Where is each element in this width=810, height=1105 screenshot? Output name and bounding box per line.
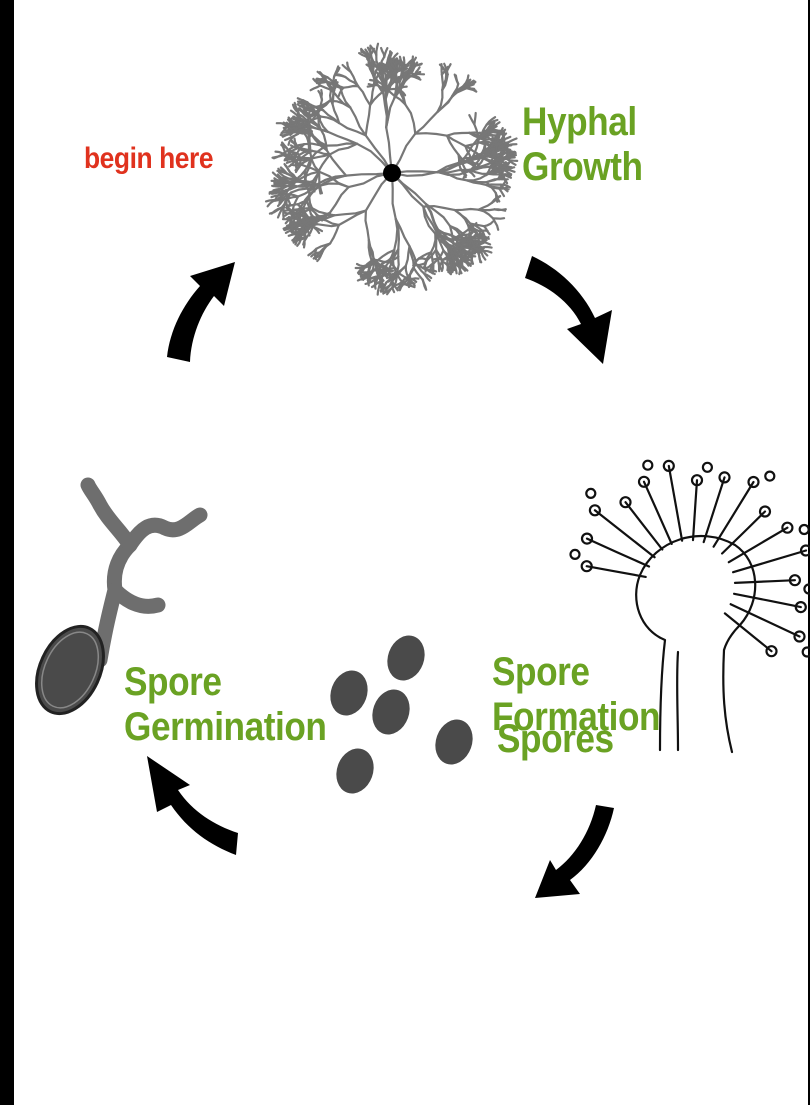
conidium	[586, 489, 595, 498]
hypha-branch	[369, 84, 378, 85]
hypha-branch	[447, 133, 469, 136]
phialide	[595, 510, 655, 557]
arrow-spores-to-germination-icon	[147, 756, 238, 855]
spore-germination-line2: Germination	[124, 705, 326, 750]
hypha-branch	[484, 222, 493, 227]
phialide	[722, 512, 765, 554]
mycelium-center-icon	[383, 164, 401, 182]
hypha-branch	[459, 263, 460, 274]
hypha-branch	[495, 209, 506, 210]
conidium	[571, 550, 580, 559]
phialide	[729, 528, 788, 563]
hypha-branch	[493, 218, 504, 219]
hypha-branch	[455, 210, 470, 224]
hypha-branch	[293, 223, 294, 234]
hypha-branch	[412, 62, 413, 71]
hypha-branch	[378, 284, 380, 295]
hypha-branch	[496, 141, 497, 151]
hypha-branch	[415, 133, 447, 136]
phialide	[587, 566, 646, 577]
phialide	[693, 480, 697, 540]
conidium	[803, 648, 810, 657]
spore-germination-line1: Spore	[124, 660, 326, 705]
spore-germination-label: Spore Germination	[124, 660, 326, 750]
hypha-branch	[330, 225, 339, 244]
cycle-arrows	[147, 256, 614, 898]
hypha-branch	[344, 86, 359, 88]
hypha-branch	[367, 275, 369, 285]
hypha-branch	[366, 105, 370, 135]
arrow-germination-to-hyphal-icon	[167, 262, 235, 362]
hypha-branch	[381, 71, 382, 80]
spores-line1: Spores	[497, 717, 614, 762]
hypha-branch	[358, 86, 370, 105]
spore-2	[381, 630, 431, 686]
hyphal-growth-label: Hyphal Growth	[522, 100, 643, 190]
hypha-branch	[283, 218, 293, 219]
hypha-branch	[469, 240, 470, 249]
phialide	[669, 466, 682, 541]
spore-formation-line1: Spore	[492, 650, 660, 695]
conidium	[800, 525, 809, 534]
phialide	[587, 539, 649, 567]
hypha-branch	[484, 139, 495, 140]
hypha-branch	[274, 155, 284, 158]
hypha-branch	[499, 189, 504, 196]
germ-tube-icon	[88, 485, 200, 660]
hyphal-growth-line2: Growth	[522, 145, 643, 190]
hypha-branch	[334, 211, 366, 216]
hypha-branch	[397, 249, 399, 272]
hypha-branch	[376, 44, 378, 55]
hypha-branch	[469, 115, 474, 124]
hypha-branch	[438, 96, 454, 112]
spore-5	[330, 743, 380, 799]
spores-icon	[324, 630, 479, 799]
hypha-branch	[455, 209, 479, 210]
hypha-branch	[317, 224, 339, 226]
spore-4	[429, 714, 479, 770]
hypha-branch	[415, 112, 437, 134]
hypha-branch	[381, 48, 384, 57]
conidium	[804, 585, 810, 594]
hypha-branch	[277, 123, 288, 125]
hypha-branch	[319, 184, 320, 193]
spore-1	[324, 665, 374, 721]
hypha-branch	[328, 132, 357, 144]
hypha-branch	[493, 218, 498, 229]
hypha-branch	[486, 179, 499, 182]
hypha-branch	[478, 203, 492, 210]
hypha-branch	[467, 175, 486, 180]
hypha-branch	[308, 122, 309, 131]
phialide	[735, 580, 795, 583]
hypha-branch	[311, 86, 321, 91]
hypha-branch	[479, 142, 490, 143]
hypha-branch	[410, 276, 411, 286]
spores-label: Spores	[497, 717, 614, 762]
conidium	[703, 463, 712, 472]
phialide	[734, 594, 801, 607]
conidium	[765, 472, 774, 481]
arrow-formation-to-spores-icon	[535, 805, 614, 898]
arrow-hyphal-to-formation-icon	[525, 256, 612, 364]
phialide	[731, 604, 800, 636]
hypha-branch	[321, 90, 322, 100]
hyphal-growth-line1: Hyphal	[522, 100, 643, 145]
begin-here-label: begin here	[84, 142, 213, 176]
hypha-branch	[366, 211, 369, 241]
hypha-branch	[330, 187, 349, 213]
hypha-branch	[405, 104, 415, 133]
hypha-branch	[305, 171, 306, 180]
hypha-branch	[454, 248, 470, 250]
phialide	[644, 482, 672, 544]
conidium	[643, 461, 652, 470]
spore-3	[366, 684, 416, 740]
hypha-branch	[431, 234, 435, 253]
